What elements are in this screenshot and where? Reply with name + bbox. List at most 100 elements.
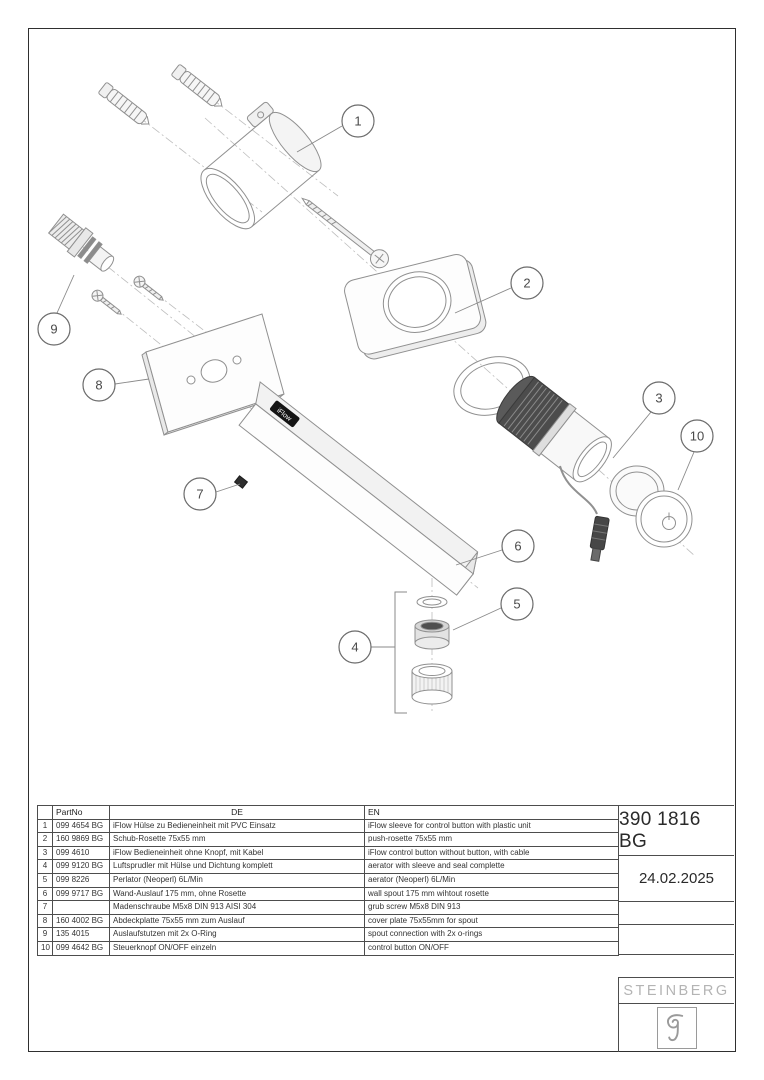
row-no: 4 [37,859,53,874]
row-en: spout connection with 2x o-rings [364,927,619,942]
header-en: EN [364,805,619,820]
table-row: 1 099 4654 BG iFlow Hülse zu Bedieneinhe… [37,818,619,834]
parts: iFlow [47,64,693,714]
steinberg-logo-icon [666,1014,683,1042]
row-partno: 099 4610 [52,845,110,861]
row-de: iFlow Hülse zu Bedieneinheit mit PVC Ein… [109,818,365,834]
control-cable-icon [559,465,610,562]
table-row: 4 099 9120 BG Luftsprudler mit Hülse und… [37,859,619,874]
power-icon [662,512,676,530]
header-no [37,805,53,820]
table-row: 8 160 4002 BG Abdeckplatte 75x55 mm zum … [37,913,619,929]
row-de: Steuerknopf ON/OFF einzeln [109,940,365,956]
balloon-4: 4 [338,630,395,664]
row-partno: 160 9869 BG [52,832,110,847]
svg-text:10: 10 [690,429,704,444]
part-4-5-aerator-stack [411,596,453,705]
row-en: wall spout 175 mm wihtout rosette [364,886,619,902]
balloon-3: 3 [612,381,676,459]
row-no: 5 [37,872,53,888]
svg-text:6: 6 [514,539,521,554]
table-row: 9 135 4015 Auslaufstutzen mit 2x O-Ring … [37,927,619,942]
row-no: 3 [37,845,53,861]
part-8-cover-plate [141,313,285,436]
row-en: iFlow control button without button, wit… [364,845,619,861]
exploded-view-diagram: iFlow [37,64,714,714]
part-10-control-knob [609,465,693,548]
spout-brand-label [270,400,300,428]
row-en: grub screw M5x8 DIN 913 [364,900,619,915]
row-de: iFlow Bedieneinheit ohne Knopf, mit Kabe… [109,845,365,861]
row-en: iFlow sleeve for control button with pla… [364,818,619,834]
wall-anchor-icon [98,82,150,125]
row-de: Abdeckplatte 75x55 mm zum Auslauf [109,913,365,929]
table-row: 10 099 4642 BG Steuerknopf ON/OFF einzel… [37,940,619,956]
row-no: 6 [37,886,53,902]
part-2-rosette [344,254,487,360]
balloons: 1 2 3 4 5 [37,104,714,664]
title-block: 390 1816 BG 24.02.2025 [618,805,734,955]
row-partno: 135 4015 [52,927,110,942]
row-partno: 099 4654 BG [52,818,110,834]
table-row: 6 099 9717 BG Wand-Auslauf 175 mm, ohne … [37,886,619,902]
row-de: Perlator (Neoperl) 6L/Min [109,872,365,888]
drawing-number: 390 1816 BG [619,806,734,856]
row-de: Auslaufstutzen mit 2x O-Ring [109,927,365,942]
plate-screw-icon [91,289,122,315]
row-partno [52,900,110,915]
parts-table: PartNo DE EN 1 099 4654 BG iFlow Hülse z… [37,805,619,956]
part-1-sleeve [200,101,322,230]
balloon-9: 9 [37,274,75,346]
svg-text:1: 1 [354,114,361,129]
row-no: 9 [37,927,53,942]
balloon-6: 6 [455,529,535,566]
svg-text:8: 8 [95,378,102,393]
table-row: 2 160 9869 BG Schub-Rosette 75x55 mm pus… [37,832,619,847]
balloon-8: 8 [82,368,150,402]
row-partno: 099 9120 BG [52,859,110,874]
balloon-5: 5 [452,587,534,631]
svg-text:7: 7 [196,487,203,502]
row-no: 1 [37,818,53,834]
table-row: 3 099 4610 iFlow Bedieneinheit ohne Knop… [37,845,619,861]
brand-block: STEINBERG [618,977,734,1052]
row-de: Wand-Auslauf 175 mm, ohne Rosette [109,886,365,902]
balloon-7: 7 [183,477,241,511]
row-partno: 099 4642 BG [52,940,110,956]
mounting-screw-icon [301,197,389,269]
row-no: 10 [37,940,53,956]
row-no: 7 [37,900,53,915]
brand-name: STEINBERG [619,978,734,1004]
row-partno: 160 4002 BG [52,913,110,929]
row-partno: 099 8226 [52,872,110,888]
part-3-control-unit [496,375,612,483]
row-no: 2 [37,832,53,847]
row-de: Madenschraube M5x8 DIN 913 AISI 304 [109,900,365,915]
row-en: cover plate 75x55mm for spout [364,913,619,929]
balloon-2: 2 [454,266,544,314]
part-6-spout: iFlow [238,381,479,596]
svg-text:5: 5 [513,597,520,612]
row-en: control button ON/OFF [364,940,619,956]
title-block-empty-cell [619,925,734,954]
plate-screw-icon [133,275,164,301]
balloon-1: 1 [296,104,375,153]
row-de: Luftsprudler mit Hülse und Dichtung komp… [109,859,365,874]
svg-text:4: 4 [351,640,358,655]
balloon-4-bracket [394,591,407,714]
table-row: 7 Madenschraube M5x8 DIN 913 AISI 304 gr… [37,900,619,915]
balloon-10: 10 [677,419,714,491]
row-en: aerator (Neoperl) 6L/Min [364,872,619,888]
row-no: 8 [37,913,53,929]
sheet-border [28,28,736,1052]
wall-anchor-icon [171,64,223,107]
row-partno: 099 9717 BG [52,886,110,902]
part-9-spout-connection [47,213,115,272]
svg-text:3: 3 [655,391,662,406]
title-block-empty-cell [619,902,734,925]
header-partno: PartNo [52,805,110,820]
table-header-row: PartNo DE EN [37,805,619,820]
table-row: 5 099 8226 Perlator (Neoperl) 6L/Min aer… [37,872,619,888]
row-en: aerator with sleeve and seal complette [364,859,619,874]
